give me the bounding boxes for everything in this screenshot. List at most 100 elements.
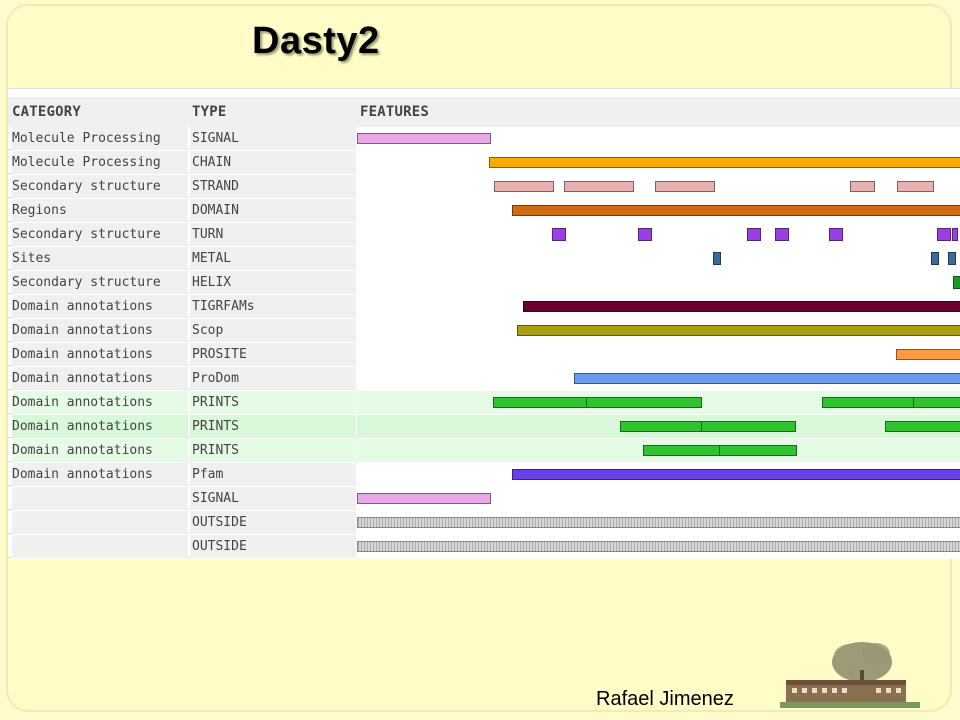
feature-bar[interactable] xyxy=(638,228,652,241)
type-cell: SIGNAL xyxy=(190,487,356,510)
features-cell xyxy=(357,199,960,222)
feature-bar[interactable] xyxy=(952,228,958,241)
feature-bar[interactable] xyxy=(517,325,960,336)
feature-bar[interactable] xyxy=(620,421,702,432)
category-cell: Domain annotations xyxy=(12,319,188,342)
features-cell xyxy=(357,343,960,366)
category-cell xyxy=(12,487,188,510)
feature-bar[interactable] xyxy=(713,252,721,265)
table-row[interactable]: OUTSIDE xyxy=(8,511,960,534)
table-row[interactable]: SIGNAL xyxy=(8,487,960,510)
type-cell: TIGRFAMs xyxy=(190,295,356,318)
feature-bar[interactable] xyxy=(643,445,721,456)
feature-bar[interactable] xyxy=(953,276,960,289)
slide-title: Dasty2 xyxy=(252,20,380,62)
features-cell xyxy=(357,295,960,318)
feature-bar[interactable] xyxy=(655,181,715,192)
header-type[interactable]: TYPE xyxy=(192,104,227,120)
feature-bar[interactable] xyxy=(937,228,951,241)
header-category[interactable]: CATEGORY xyxy=(12,104,82,120)
features-cell xyxy=(357,319,960,342)
features-cell xyxy=(357,391,960,414)
feature-bar[interactable] xyxy=(512,205,960,216)
category-cell: Domain annotations xyxy=(12,463,188,486)
feature-bar[interactable] xyxy=(885,421,960,432)
category-cell: Molecule Processing xyxy=(12,151,188,174)
feature-bar[interactable] xyxy=(564,181,634,192)
feature-bar[interactable] xyxy=(775,228,789,241)
feature-bar[interactable] xyxy=(493,397,587,408)
feature-bar[interactable] xyxy=(357,493,491,504)
type-cell: STRAND xyxy=(190,175,356,198)
feature-bar[interactable] xyxy=(896,349,960,360)
features-cell xyxy=(357,487,960,510)
category-cell xyxy=(12,535,188,558)
category-cell: Domain annotations xyxy=(12,295,188,318)
type-cell: DOMAIN xyxy=(190,199,356,222)
category-cell: Domain annotations xyxy=(12,367,188,390)
feature-bar[interactable] xyxy=(574,373,960,384)
feature-bar[interactable] xyxy=(719,445,797,456)
type-cell: OUTSIDE xyxy=(190,511,356,534)
feature-bar[interactable] xyxy=(829,228,843,241)
feature-bar[interactable] xyxy=(586,397,702,408)
category-cell: Secondary structure xyxy=(12,223,188,246)
feature-bar[interactable] xyxy=(523,301,960,312)
features-cell xyxy=(357,247,960,270)
category-cell: Sites xyxy=(12,247,188,270)
features-cell xyxy=(357,463,960,486)
feature-bar[interactable] xyxy=(552,228,566,241)
dasty2-feature-table: CATEGORY TYPE FEATURES Molecule Processi… xyxy=(8,88,960,559)
feature-bar[interactable] xyxy=(494,181,554,192)
feature-bar[interactable] xyxy=(512,469,960,480)
features-cell xyxy=(357,367,960,390)
author-name: Rafael Jimenez xyxy=(596,688,734,710)
features-cell xyxy=(357,127,960,150)
feature-bar[interactable] xyxy=(489,157,960,168)
feature-bar[interactable] xyxy=(897,181,934,192)
category-cell: Domain annotations xyxy=(12,391,188,414)
table-row[interactable]: OUTSIDE xyxy=(8,535,960,558)
type-cell: ProDom xyxy=(190,367,356,390)
feature-bar[interactable] xyxy=(948,252,956,265)
building-logo-icon xyxy=(780,642,920,708)
type-cell: HELIX xyxy=(190,271,356,294)
category-cell xyxy=(12,511,188,534)
features-cell xyxy=(357,271,960,294)
feature-bar[interactable] xyxy=(357,541,960,552)
feature-bar[interactable] xyxy=(850,181,875,192)
type-cell: PRINTS xyxy=(190,391,356,414)
type-cell: PRINTS xyxy=(190,439,356,462)
type-cell: OUTSIDE xyxy=(190,535,356,558)
feature-bar[interactable] xyxy=(357,133,491,144)
category-cell: Molecule Processing xyxy=(12,127,188,150)
type-cell: SIGNAL xyxy=(190,127,356,150)
feature-bar[interactable] xyxy=(913,397,960,408)
feature-bar[interactable] xyxy=(822,397,916,408)
header-features[interactable]: FEATURES xyxy=(360,104,430,120)
table-header-background xyxy=(8,97,960,127)
feature-bar[interactable] xyxy=(701,421,796,432)
feature-bar[interactable] xyxy=(357,517,960,528)
features-cell xyxy=(357,511,960,534)
type-cell: TURN xyxy=(190,223,356,246)
feature-bar[interactable] xyxy=(747,228,761,241)
type-cell: PRINTS xyxy=(190,415,356,438)
features-cell xyxy=(357,151,960,174)
feature-bar[interactable] xyxy=(931,252,939,265)
